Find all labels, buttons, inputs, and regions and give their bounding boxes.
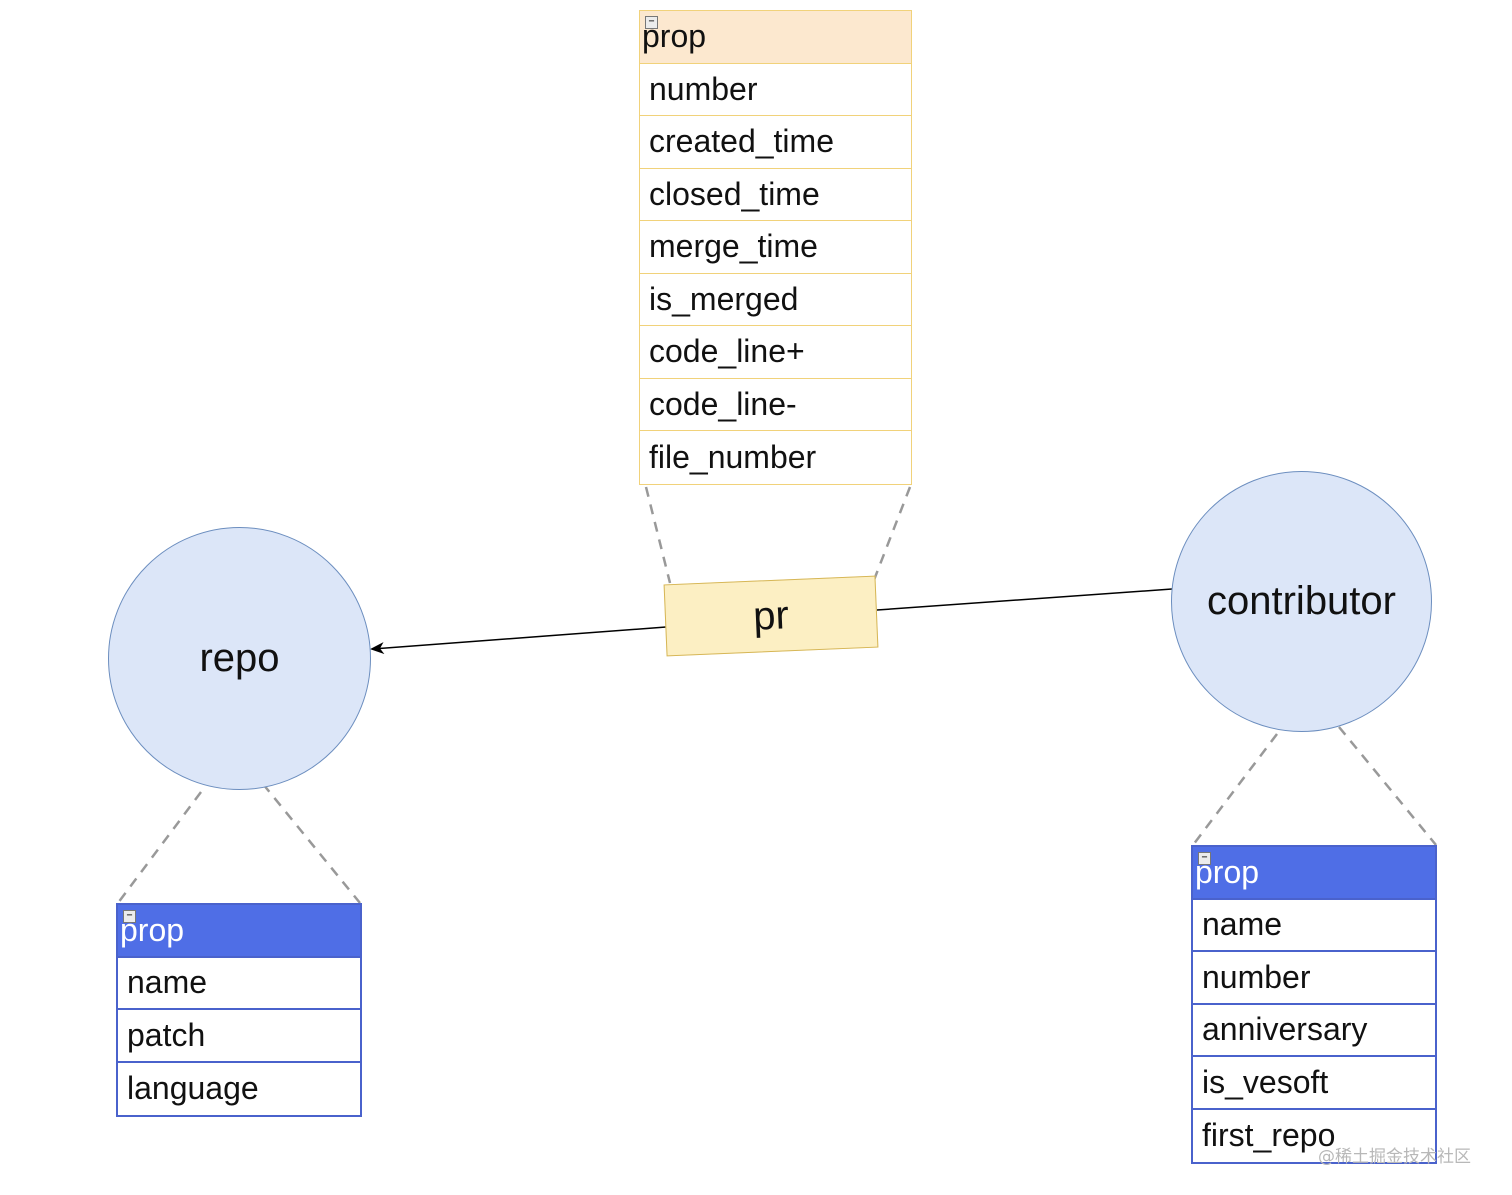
contributor-prop-row-label: is_vesoft <box>1202 1063 1329 1100</box>
repo-prop-table-header: − prop <box>118 905 360 958</box>
contributor-node-label: contributor <box>1207 579 1396 623</box>
repo-prop-row-label: patch <box>127 1016 206 1053</box>
contributor-prop-row: is_vesoft <box>1193 1057 1435 1110</box>
collapse-icon[interactable]: − <box>1198 852 1211 865</box>
pr-edge-label[interactable]: pr <box>663 575 879 657</box>
contributor-prop-row-label: anniversary <box>1202 1011 1368 1048</box>
pr-prop-row: file_number <box>640 431 911 484</box>
contributor-prop-table-header: − prop <box>1193 847 1435 900</box>
contributor-prop-connector-left <box>1192 733 1278 846</box>
collapse-icon[interactable]: − <box>645 16 658 29</box>
contributor-prop-row: name <box>1193 899 1435 952</box>
edge-line-pr-to-repo <box>370 626 667 655</box>
contributor-prop-row-label: number <box>1202 958 1311 995</box>
repo-node-label: repo <box>199 636 280 680</box>
repo-prop-row: language <box>118 1062 360 1115</box>
contributor-prop-table[interactable]: − prop name number anniversary is_vesoft… <box>1191 845 1437 1164</box>
repo-prop-table[interactable]: − prop name patch language <box>116 903 362 1117</box>
contributor-prop-row: number <box>1193 952 1435 1005</box>
pr-prop-table-header: − prop <box>640 11 911 64</box>
pr-prop-table[interactable]: − prop number created_time closed_time m… <box>639 10 912 485</box>
pr-prop-row-label: is_merged <box>649 280 799 317</box>
contributor-prop-row: first_repo <box>1193 1109 1435 1162</box>
pr-prop-row-label: number <box>649 70 758 107</box>
pr-prop-row-label: created_time <box>649 123 834 160</box>
contributor-prop-connector-right <box>1338 726 1437 846</box>
repo-prop-row: patch <box>118 1010 360 1063</box>
pr-prop-row: code_line+ <box>640 326 911 379</box>
pr-edge-label-text: pr <box>752 592 790 639</box>
pr-prop-row: created_time <box>640 116 911 169</box>
repo-prop-connector-right <box>262 783 361 904</box>
contributor-node[interactable]: contributor <box>1171 471 1432 732</box>
repo-prop-row: name <box>118 957 360 1010</box>
pr-prop-row-label: file_number <box>649 438 817 475</box>
repo-prop-connector-left <box>116 791 203 904</box>
repo-prop-row-label: name <box>127 964 208 1001</box>
repo-node[interactable]: repo <box>108 527 371 790</box>
pr-prop-row-label: merge_time <box>649 228 818 265</box>
pr-prop-row-label: code_line- <box>649 385 797 422</box>
pr-prop-row-label: closed_time <box>649 175 820 212</box>
contributor-prop-row-label: name <box>1202 906 1283 943</box>
pr-prop-row-label: code_line+ <box>649 333 805 370</box>
contributor-prop-row: anniversary <box>1193 1004 1435 1057</box>
pr-prop-row: code_line- <box>640 378 911 431</box>
edge-line-contributor-to-pr <box>876 588 1173 611</box>
pr-prop-row: number <box>640 63 911 116</box>
pr-prop-row: merge_time <box>640 221 911 274</box>
pr-prop-connector-right <box>872 486 912 581</box>
watermark: @稀土掘金技术社区 <box>1318 1147 1471 1167</box>
pr-prop-row: closed_time <box>640 168 911 221</box>
pr-prop-row: is_merged <box>640 273 911 326</box>
pr-prop-connector-left <box>644 486 672 584</box>
contributor-prop-row-label: first_repo <box>1202 1117 1336 1154</box>
repo-prop-row-label: language <box>127 1070 259 1107</box>
collapse-icon[interactable]: − <box>123 910 136 923</box>
